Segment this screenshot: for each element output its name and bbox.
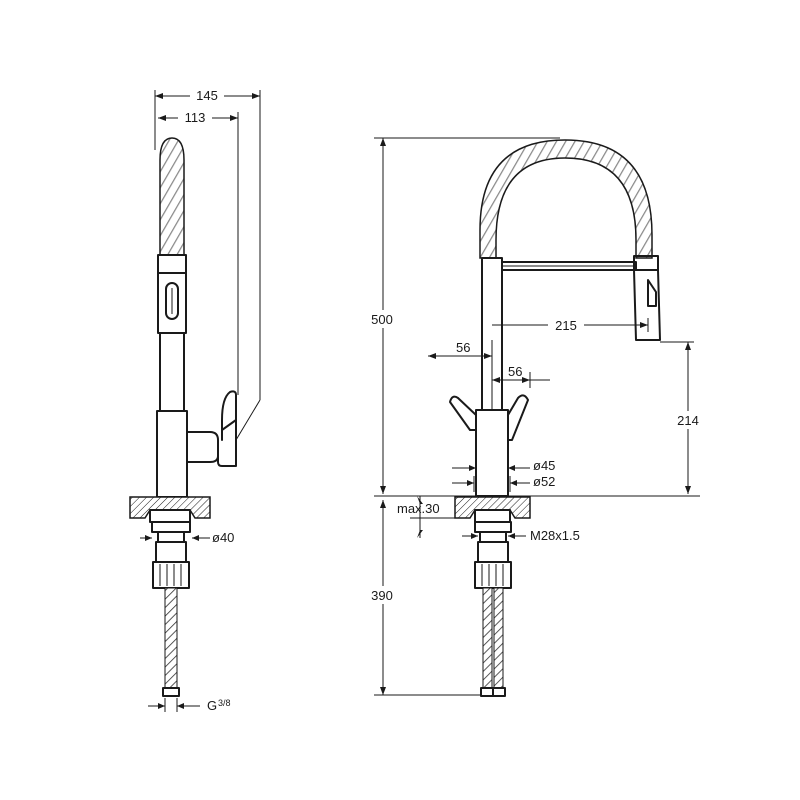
dimension-145: 145 — [154, 86, 261, 400]
side-hose — [164, 587, 178, 689]
side-spring — [159, 137, 185, 256]
front-spring — [479, 139, 653, 259]
dimension-500-label: 500 — [371, 312, 393, 327]
side-view: 145 113 — [129, 86, 261, 713]
side-deck — [129, 496, 211, 523]
side-lever-sweep — [235, 399, 261, 441]
front-spray-head — [633, 255, 661, 341]
front-body — [475, 409, 509, 497]
dimension-max30-label: max.30 — [397, 501, 440, 516]
dimension-o45-label: ø45 — [533, 458, 555, 473]
front-hoses — [480, 587, 506, 697]
front-view: 500 215 56 — [365, 137, 706, 697]
side-column — [159, 332, 185, 412]
dimension-113-label: 113 — [185, 110, 206, 125]
front-mounting — [474, 521, 512, 589]
dimension-214-label: 214 — [677, 413, 699, 428]
connector-label: G — [207, 698, 217, 713]
dimension-215-label: 215 — [555, 318, 577, 333]
dimension-o40-label: ø40 — [212, 530, 234, 545]
side-body — [156, 410, 188, 498]
side-spray-head — [157, 254, 187, 334]
dimension-113: 113 — [158, 108, 239, 395]
dimension-390: 390 — [365, 500, 480, 696]
front-spout-arm — [501, 261, 637, 271]
dimension-o45: ø45 — [452, 458, 555, 473]
dimension-thread: M28x1.5 — [462, 528, 580, 543]
dimension-56-left-label: 56 — [456, 340, 470, 355]
dimension-thread-label: M28x1.5 — [530, 528, 580, 543]
dimension-145-label: 145 — [196, 88, 218, 103]
dimension-o40: ø40 — [140, 530, 234, 545]
front-levers — [449, 394, 529, 441]
dimension-56-left: 56 — [428, 340, 493, 410]
dimension-g38: G 3/8 — [148, 698, 231, 713]
dimension-214: 214 — [660, 341, 706, 494]
dimension-o52: ø52 — [452, 474, 555, 492]
dimension-56-right-label: 56 — [508, 364, 522, 379]
dimension-215: 215 — [492, 316, 649, 333]
dimension-o52-label: ø52 — [533, 474, 555, 489]
side-mounting — [151, 521, 191, 589]
dimension-500: 500 — [365, 137, 560, 494]
connector-fraction-label: 3/8 — [218, 698, 231, 708]
dimension-56-right: 56 — [492, 364, 550, 388]
dimension-max30: max.30 — [397, 496, 455, 538]
side-lever — [186, 390, 237, 467]
dimension-390-label: 390 — [371, 588, 393, 603]
